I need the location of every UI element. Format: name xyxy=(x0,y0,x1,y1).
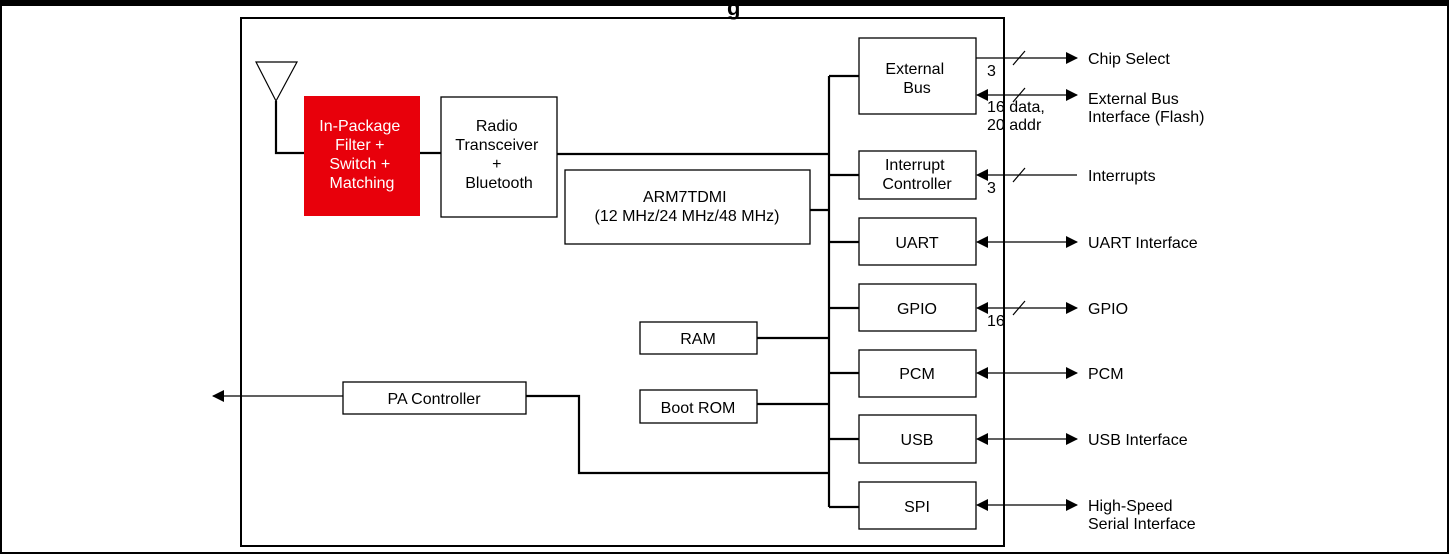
svg-text:Radio Transceiver +: Radio Transceiver + Bluetooth xyxy=(455,118,542,192)
filter-label-4: Matching xyxy=(330,175,395,192)
pcm-label: PCM xyxy=(899,366,935,383)
external-bus-block xyxy=(858,37,977,115)
boot-rom-label: Boot ROM xyxy=(661,400,736,417)
svg-text:High-Speed Serial Interf: High-Speed Serial Interface xyxy=(1088,498,1196,533)
radio-label-2: Transceiver xyxy=(455,137,539,154)
external-bus-signal-1: External Bus xyxy=(1088,91,1179,108)
boot-rom-block xyxy=(639,389,758,424)
interrupt-label-2: Controller xyxy=(882,176,952,193)
spi-signal-2: Serial Interface xyxy=(1088,516,1196,533)
radio-label-3: + xyxy=(492,156,501,173)
svg-text:16 data, 20 addr: 16 data, 20 addr xyxy=(987,99,1049,134)
spi-signal-1: High-Speed xyxy=(1088,498,1173,515)
external-bus-width-2: 20 addr xyxy=(987,117,1042,134)
filter-label-1: In-Package xyxy=(319,118,400,135)
cpu-label-1: ARM7TDMI xyxy=(643,189,727,206)
uart-connection: UART Interface xyxy=(976,235,1198,252)
external-bus-label-1: External xyxy=(885,61,944,78)
pa-controller-block xyxy=(342,381,527,415)
chip-select-signal: Chip Select xyxy=(1088,51,1170,68)
usb-label: USB xyxy=(901,432,934,449)
uart-signal: UART Interface xyxy=(1088,235,1198,252)
spi-label: SPI xyxy=(904,499,930,516)
radio-label-1: Radio xyxy=(476,118,518,135)
pcm-connection: PCM xyxy=(976,366,1124,383)
external-bus-label-2: Bus xyxy=(903,80,931,97)
pa-controller-label: PA Controller xyxy=(387,391,481,408)
filter-block xyxy=(304,96,420,216)
svg-text:Interrupt Controller: Interrupt Controller xyxy=(882,157,952,193)
interrupts-connection: 3 Interrupts xyxy=(976,167,1156,197)
interrupt-label-1: Interrupt xyxy=(885,157,945,174)
cpu-label-2: (12 MHz/24 MHz/48 MHz) xyxy=(595,208,780,225)
filter-label-2: Filter + xyxy=(335,137,384,154)
spi-block xyxy=(858,481,977,530)
interrupts-width: 3 xyxy=(987,180,996,197)
interrupts-signal: Interrupts xyxy=(1088,168,1156,185)
radio-label-4: Bluetooth xyxy=(465,175,533,192)
usb-signal: USB Interface xyxy=(1088,432,1188,449)
interrupt-controller-block xyxy=(858,150,977,200)
svg-text:External Bus Interface (: External Bus Interface (Flash) xyxy=(1088,91,1204,126)
radio-transceiver-block xyxy=(440,96,558,218)
gpio-block xyxy=(858,283,977,332)
svg-text:In-Package Filter + Sw: In-Package Filter + Switch + Matching xyxy=(319,118,404,192)
cpu-block xyxy=(564,169,811,245)
gpio-label: GPIO xyxy=(897,301,937,318)
usb-connection: USB Interface xyxy=(976,432,1188,449)
chip-select-width: 3 xyxy=(987,63,996,80)
pcm-block xyxy=(858,349,977,398)
uart-label: UART xyxy=(895,235,938,252)
usb-block xyxy=(858,414,977,464)
gpio-signal: GPIO xyxy=(1088,301,1128,318)
filter-label-3: Switch + xyxy=(329,156,390,173)
chip-select-connection: 3 Chip Select xyxy=(976,50,1170,80)
gpio-connection: 16 GPIO xyxy=(976,300,1128,330)
pcm-signal: PCM xyxy=(1088,366,1124,383)
gpio-width: 16 xyxy=(987,313,1005,330)
title-fragment: g xyxy=(727,0,740,20)
external-bus-width-1: 16 data, xyxy=(987,99,1045,116)
ram-label: RAM xyxy=(680,331,716,348)
svg-text:ARM7TDMI (12 MHz/24 MHz/48: ARM7TDMI (12 MHz/24 MHz/48 MHz) xyxy=(595,189,780,225)
external-bus-signal-2: Interface (Flash) xyxy=(1088,109,1204,126)
uart-block xyxy=(858,217,977,266)
svg-text:External Bus: External Bus xyxy=(885,61,948,97)
chip-outline xyxy=(240,17,1005,547)
external-bus-connection: 16 data, 20 addr External Bus Interface … xyxy=(976,87,1204,134)
antenna-icon xyxy=(255,61,304,155)
ram-block xyxy=(639,321,758,355)
spi-connection: High-Speed Serial Interface xyxy=(976,498,1196,533)
